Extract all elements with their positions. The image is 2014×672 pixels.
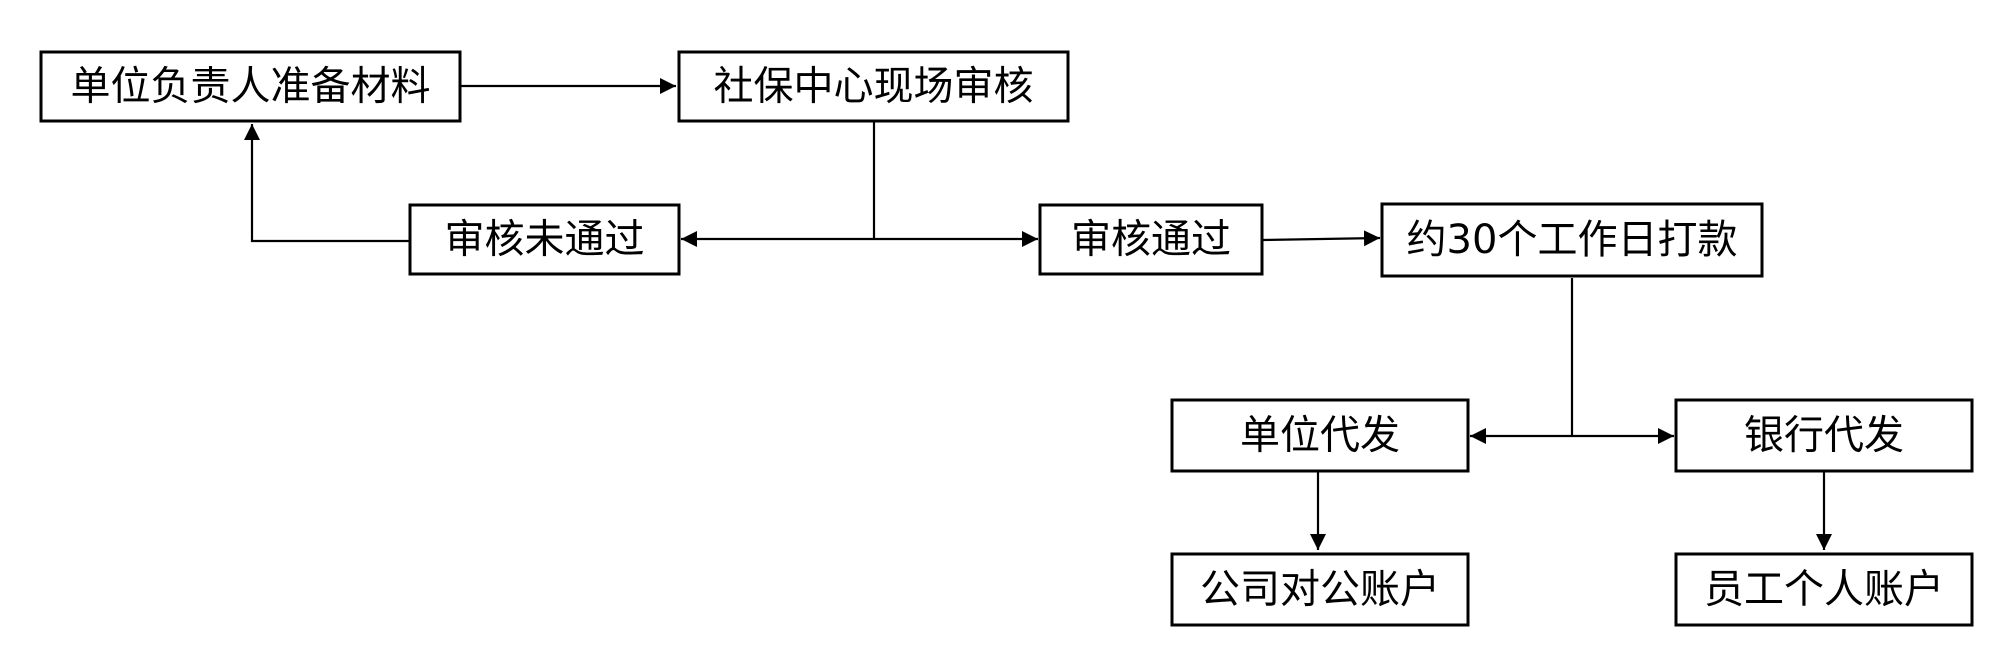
- node-company-account: 公司对公账户: [1170, 552, 1470, 627]
- node-label: 审核通过: [1071, 217, 1231, 263]
- node-label: 约30个工作日打款: [1407, 217, 1738, 263]
- node-on-site-review: 社保中心现场审核: [677, 50, 1070, 123]
- node-label: 社保中心现场审核: [714, 64, 1034, 110]
- node-prepare-materials: 单位负责人准备材料: [39, 50, 462, 123]
- node-bank-distribution: 银行代发: [1674, 398, 1974, 473]
- connectors: [244, 78, 1832, 550]
- node-label: 单位代发: [1240, 413, 1400, 459]
- node-payment: 约30个工作日打款: [1380, 202, 1764, 278]
- node-label: 单位负责人准备材料: [71, 64, 431, 110]
- node-review-passed: 审核通过: [1038, 203, 1264, 276]
- node-company-distribution: 单位代发: [1170, 398, 1470, 473]
- node-label: 公司对公账户: [1200, 567, 1440, 613]
- node-employee-account: 员工个人账户: [1674, 552, 1974, 627]
- node-label: 审核未通过: [445, 217, 645, 263]
- connector-passed-to-payment: [1261, 230, 1381, 247]
- node-label: 员工个人账户: [1704, 567, 1944, 613]
- connector-failed-loop-back: [244, 124, 410, 243]
- node-review-failed: 审核未通过: [408, 203, 681, 276]
- node-label: 银行代发: [1744, 413, 1904, 459]
